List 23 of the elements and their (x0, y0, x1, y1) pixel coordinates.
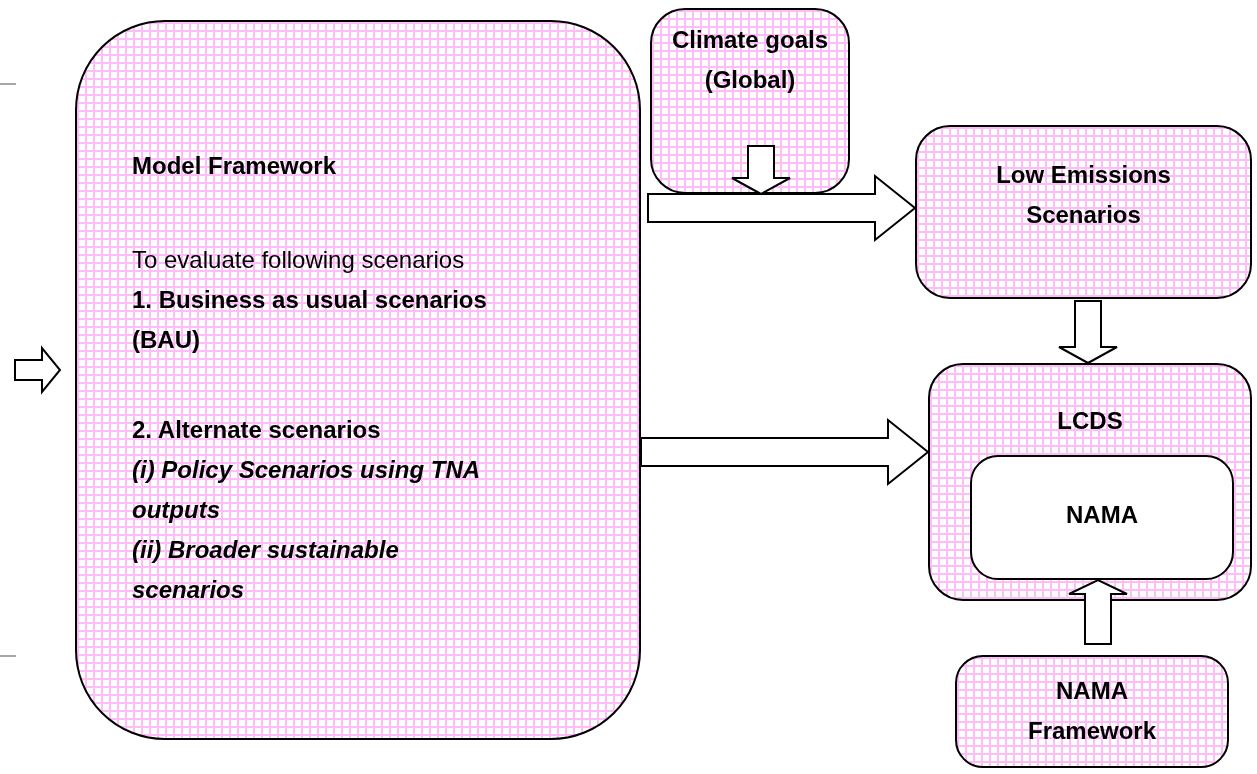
block-arrow (1058, 300, 1118, 365)
box-text: (i) Policy Scenarios using TNA outputs (132, 455, 481, 525)
box-text: 1. Business as usual scenarios (BAU) (132, 285, 488, 355)
block-arrow (1068, 578, 1128, 645)
process-box (915, 125, 1252, 299)
block-arrow (647, 173, 917, 243)
box-title: NAMA (1066, 500, 1138, 530)
box-title: Climate goals (Global) (670, 25, 829, 95)
block-arrow (731, 145, 791, 196)
box-title: Low Emissions Scenarios (995, 160, 1172, 230)
box-title: NAMA Framework (1026, 676, 1158, 746)
block-arrow (14, 345, 62, 395)
box-title: LCDS (1057, 406, 1123, 436)
process-box (650, 8, 850, 194)
process-box (75, 20, 641, 740)
box-title: Model Framework (132, 151, 337, 181)
box-text: To evaluate following scenarios (132, 245, 465, 275)
block-arrow (640, 417, 930, 487)
process-box (928, 363, 1252, 601)
box-text: (ii) Broader sustainable scenarios (132, 535, 400, 605)
process-box (955, 655, 1229, 768)
box-text: 2. Alternate scenarios (132, 415, 381, 445)
inner-box (970, 455, 1234, 580)
